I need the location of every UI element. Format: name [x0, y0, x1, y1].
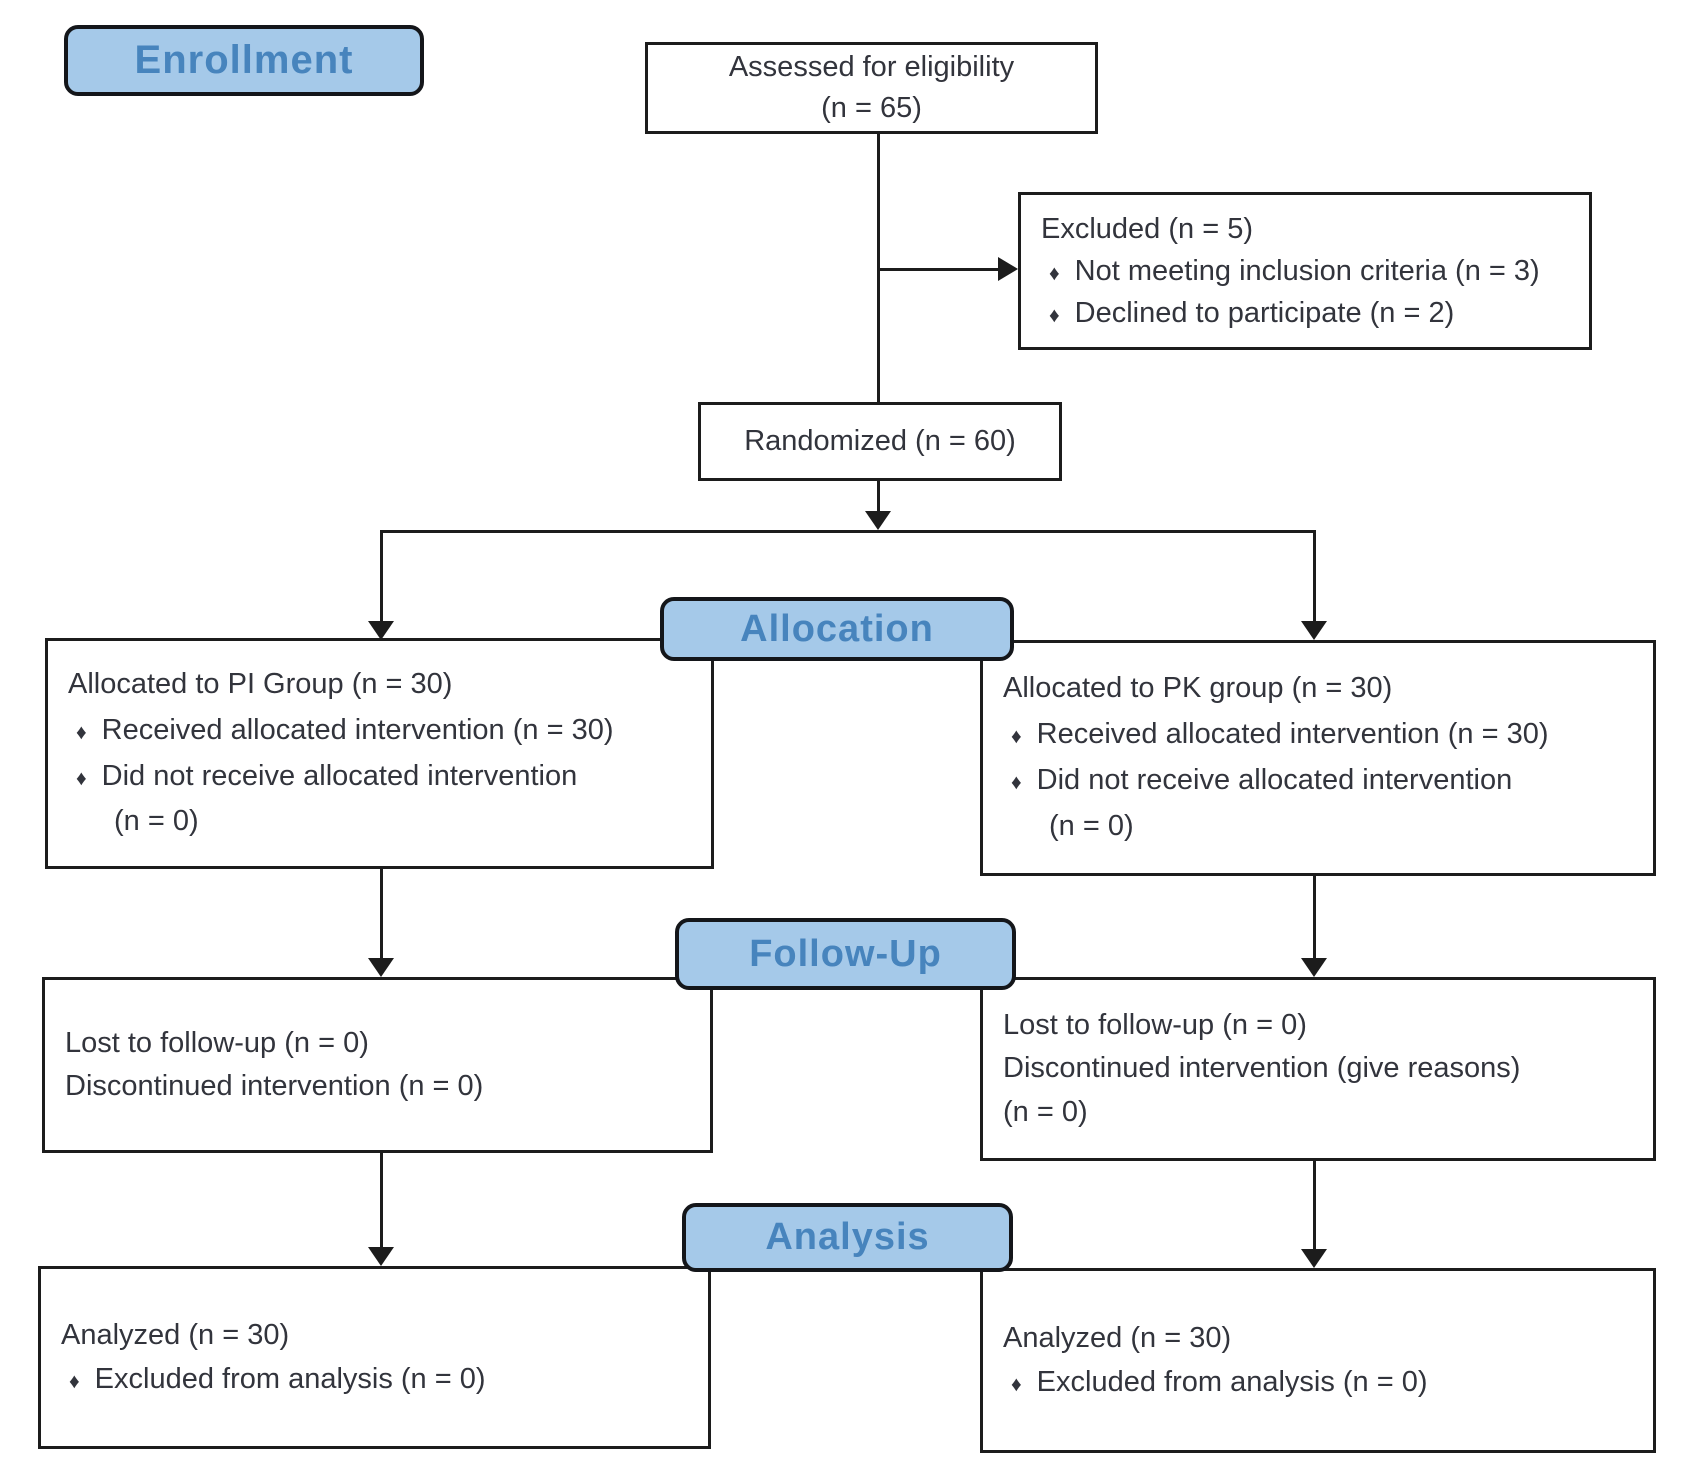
analysis-right-title: Analyzed (n = 30) — [1003, 1322, 1232, 1354]
connector-followup-to-analysis-right — [1313, 1158, 1316, 1251]
diamond-bullet-icon: ♦ — [76, 766, 87, 790]
stage-label-followup: Follow-Up — [675, 918, 1016, 990]
allocation-left-title: Allocated to PI Group (n = 30) — [68, 667, 453, 700]
stage-label-allocation: Allocation — [660, 597, 1014, 661]
connector-branch-to-alloc-left — [380, 530, 383, 625]
arrowhead-down-icon — [865, 511, 891, 530]
followup-right-line: (n = 0) — [1003, 1095, 1088, 1128]
allocation-left-continuation: (n = 0) — [114, 805, 199, 838]
arrowhead-right-icon — [998, 257, 1018, 281]
analysis-left-title: Analyzed (n = 30) — [61, 1319, 290, 1351]
arrowhead-down-icon — [368, 958, 394, 977]
connector-branch-to-alloc-right — [1313, 530, 1316, 625]
branch-line — [380, 530, 1316, 533]
allocation-right-bullet: ♦ Did not receive allocated intervention — [1003, 758, 1639, 804]
arrowhead-down-icon — [1301, 958, 1327, 977]
excluded-box: Excluded (n = 5) ♦ Not meeting inclusion… — [1018, 192, 1592, 350]
assessed-line1: Assessed for eligibility — [728, 51, 1015, 84]
followup-right-line: Lost to follow-up (n = 0) — [1003, 1008, 1307, 1041]
followup-left-line: Lost to follow-up (n = 0) — [65, 1026, 369, 1059]
assessed-line2: (n = 65) — [821, 92, 922, 124]
connector-assessed-to-randomized — [877, 131, 880, 403]
diamond-bullet-icon: ♦ — [1011, 725, 1022, 749]
arrowhead-down-icon — [1301, 1249, 1327, 1268]
diamond-bullet-icon: ♦ — [1049, 304, 1060, 328]
arrowhead-down-icon — [368, 621, 394, 640]
followup-right-line: Discontinued intervention (give reasons) — [1003, 1052, 1521, 1085]
allocation-left-bullet: ♦ Did not receive allocated intervention — [68, 754, 697, 800]
allocation-left-bullet: ♦ Received allocated intervention (n = 3… — [68, 708, 697, 754]
assessed-box: Assessed for eligibility (n = 65) — [645, 42, 1098, 134]
excluded-bullet: ♦ Not meeting inclusion criteria (n = 3) — [1041, 250, 1575, 292]
analysis-left-bullet: ♦ Excluded from analysis (n = 0) — [61, 1358, 694, 1402]
randomized-line1: Randomized (n = 60) — [744, 425, 1016, 458]
randomized-box: Randomized (n = 60) — [698, 402, 1062, 481]
arrowhead-down-icon — [368, 1247, 394, 1266]
analysis-left-box: Analyzed (n = 30) ♦ Excluded from analys… — [38, 1266, 711, 1449]
allocation-right-title: Allocated to PK group (n = 30) — [1003, 672, 1393, 705]
allocation-right-bullet: ♦ Received allocated intervention (n = 3… — [1003, 712, 1639, 758]
followup-left-line: Discontinued intervention (n = 0) — [65, 1070, 484, 1102]
followup-left-box: Lost to follow-up (n = 0) Discontinued i… — [42, 977, 713, 1153]
diamond-bullet-icon: ♦ — [76, 720, 87, 744]
excluded-title: Excluded (n = 5) — [1041, 212, 1253, 245]
allocation-right-box: Allocated to PK group (n = 30) ♦ Receive… — [980, 640, 1656, 876]
excluded-bullet: ♦ Declined to participate (n = 2) — [1041, 292, 1575, 334]
diamond-bullet-icon: ♦ — [1011, 771, 1022, 794]
connector-to-excluded — [878, 268, 998, 271]
analysis-right-box: Analyzed (n = 30) ♦ Excluded from analys… — [980, 1268, 1656, 1453]
arrowhead-down-icon — [1301, 621, 1327, 640]
diamond-bullet-icon: ♦ — [1011, 1372, 1022, 1396]
diamond-bullet-icon: ♦ — [1049, 261, 1060, 285]
analysis-right-bullet: ♦ Excluded from analysis (n = 0) — [1003, 1361, 1639, 1405]
connector-alloc-to-followup-left — [380, 866, 383, 960]
stage-label-enrollment: Enrollment — [64, 25, 424, 96]
allocation-left-box: Allocated to PI Group (n = 30) ♦ Receive… — [45, 638, 714, 869]
diamond-bullet-icon: ♦ — [69, 1369, 80, 1393]
allocation-right-continuation: (n = 0) — [1049, 809, 1134, 842]
connector-followup-to-analysis-left — [380, 1150, 383, 1249]
connector-alloc-to-followup-right — [1313, 873, 1316, 960]
followup-right-box: Lost to follow-up (n = 0) Discontinued i… — [980, 977, 1656, 1161]
stage-label-analysis: Analysis — [682, 1203, 1013, 1272]
connector-randomized-to-branch — [877, 480, 880, 516]
